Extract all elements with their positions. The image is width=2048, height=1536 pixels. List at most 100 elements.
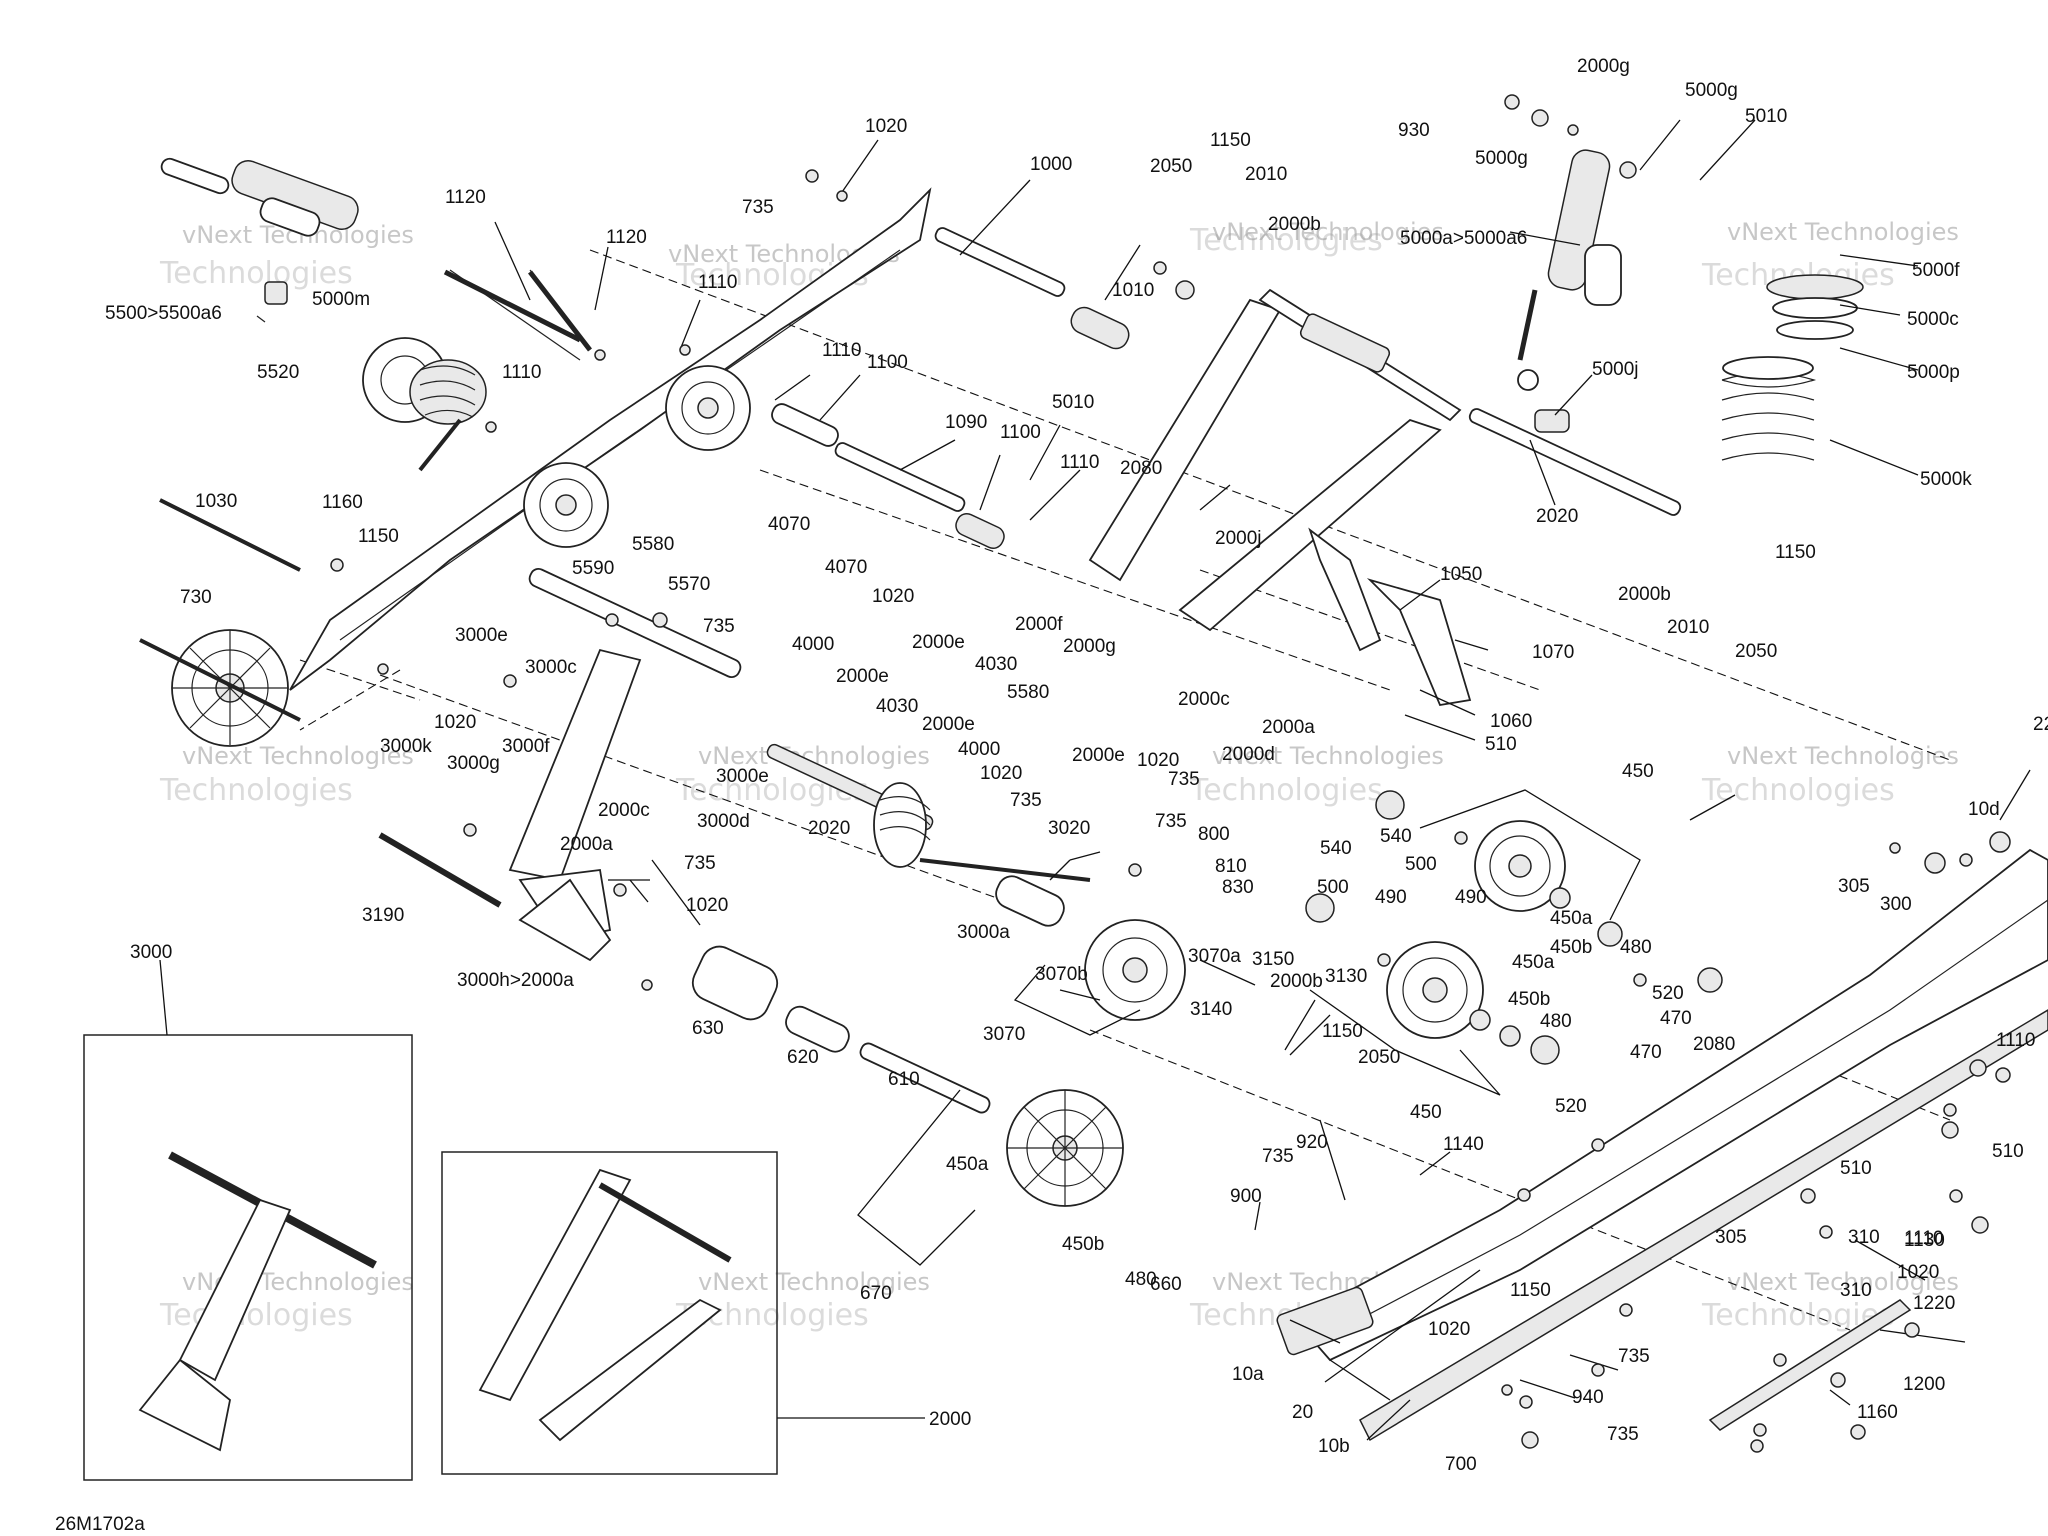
part-label: 920	[1296, 1132, 1328, 1153]
watermark-text: Technologies	[159, 256, 353, 291]
part-label: 1110	[1060, 452, 1099, 473]
part-label: 470	[1630, 1042, 1662, 1063]
part-label: 1200	[1903, 1374, 1945, 1395]
part-label: 5000a>5000a6	[1400, 228, 1527, 249]
part-label: 800	[1198, 824, 1230, 845]
part-label: 700	[1445, 1454, 1477, 1475]
watermark-text: vNext Technologies	[182, 742, 414, 770]
watermark-text: Technologies	[1189, 773, 1383, 808]
part-label: 1110	[822, 340, 861, 361]
part-label: 480	[1620, 937, 1652, 958]
part-label: 3000d	[697, 811, 750, 832]
part-label: 2000c	[598, 800, 650, 821]
part-label: 1160	[322, 492, 363, 513]
part-label: 810	[1215, 856, 1247, 877]
part-label: 1070	[1532, 642, 1574, 663]
part-label: 5580	[632, 534, 674, 555]
part-label: 1120	[445, 187, 486, 208]
part-label: 1130	[1904, 1230, 1945, 1251]
part-label: 2000b	[1268, 214, 1321, 235]
part-label: 2000e	[836, 666, 889, 687]
rear-arm-assembly	[1088, 288, 1682, 707]
part-label: 3000a	[957, 922, 1010, 943]
part-label: 5000c	[1907, 309, 1959, 330]
idler-wheel-450-upper	[1474, 820, 1566, 912]
part-label: 735	[703, 616, 735, 637]
part-label: 5010	[1052, 392, 1094, 413]
part-label: 2050	[1735, 641, 1777, 662]
watermark-text: vNext Technologies	[698, 1268, 930, 1296]
part-label: 1110	[1904, 1228, 1943, 1249]
part-label: 450b	[1508, 989, 1550, 1010]
part-label: 730	[180, 587, 212, 608]
part-label: 300	[1880, 894, 1912, 915]
part-label: 2000a	[560, 834, 613, 855]
part-label: 5520	[257, 362, 299, 383]
rear-rail-assembly	[1276, 848, 2048, 1442]
part-label: 500	[1317, 877, 1349, 898]
part-label: 2000g	[1063, 636, 1116, 657]
part-label: 510	[1485, 734, 1517, 755]
part-label: 1110	[698, 272, 737, 293]
part-label: 3000c	[525, 657, 577, 678]
part-label: 310	[1840, 1280, 1872, 1301]
part-label: 1020	[1428, 1319, 1470, 1340]
part-label: 1150	[1322, 1021, 1363, 1042]
watermark-text: vNext Technologies	[1727, 742, 1959, 770]
part-label: 940	[1572, 1387, 1604, 1408]
watermark-text: Technologies	[159, 773, 353, 808]
part-label: 2000e	[912, 632, 965, 653]
part-label: 2050	[1358, 1047, 1400, 1068]
front-shock-5500	[160, 157, 359, 323]
part-label: 4000	[792, 634, 834, 655]
group-brackets	[857, 789, 1641, 1266]
part-label: 1000	[1030, 154, 1072, 175]
part-label: 5590	[572, 558, 614, 579]
part-label: 450	[1410, 1102, 1442, 1123]
part-label: 1020	[865, 116, 907, 137]
part-label: 735	[742, 197, 774, 218]
part-label: 2000b	[1618, 584, 1671, 605]
part-labels: 1020 735 1000 1150 2050 2010 2000b 2000g…	[105, 56, 2048, 1475]
part-label: 830	[1222, 877, 1254, 898]
part-label: 2000	[929, 1409, 971, 1430]
part-label: 670	[860, 1283, 892, 1304]
part-label: 450	[1622, 761, 1654, 782]
part-label: 1220	[1913, 1293, 1955, 1314]
part-label: 5580	[1007, 682, 1049, 703]
part-label: 900	[1230, 1186, 1262, 1207]
part-label: 5000g	[1475, 148, 1528, 169]
part-label: 2000b	[1270, 971, 1323, 992]
part-label: 2000d	[1222, 744, 1275, 765]
part-label: 480	[1125, 1269, 1157, 1290]
part-label: 1020	[980, 763, 1022, 784]
part-label: 735	[1262, 1146, 1294, 1167]
idler-wheel-670	[1006, 1089, 1124, 1207]
part-label: 1110	[502, 362, 541, 383]
part-label: 2000f	[1015, 614, 1063, 635]
part-label: 3000g	[447, 753, 500, 774]
part-label: 305	[1715, 1227, 1747, 1248]
part-label: 2000j	[1215, 528, 1262, 549]
part-label: 1020	[872, 586, 914, 607]
part-label: 2000e	[1072, 745, 1125, 766]
part-label: 5500>5500a6	[105, 303, 222, 324]
part-label: 1020	[1137, 750, 1179, 771]
front-arm-assembly	[139, 157, 932, 747]
part-label: 610	[888, 1069, 920, 1090]
part-label: 500	[1405, 854, 1437, 875]
part-label: 1150	[1510, 1280, 1551, 1301]
watermark-text: vNext Technologies	[1212, 742, 1444, 770]
part-label: 3070b	[1035, 964, 1088, 985]
part-label: 3000k	[380, 736, 432, 757]
part-label: 1100	[867, 352, 908, 373]
watermark-text: vNext Technologies	[1727, 218, 1959, 246]
hardware	[330, 94, 2011, 1453]
part-label: 735	[684, 853, 716, 874]
part-label: 630	[692, 1018, 724, 1039]
part-label: 735	[1168, 769, 1200, 790]
part-label: 1020	[1897, 1262, 1939, 1283]
part-label: 3190	[362, 905, 404, 926]
part-label: 1140	[1443, 1134, 1484, 1155]
part-label: 10a	[1232, 1364, 1264, 1385]
